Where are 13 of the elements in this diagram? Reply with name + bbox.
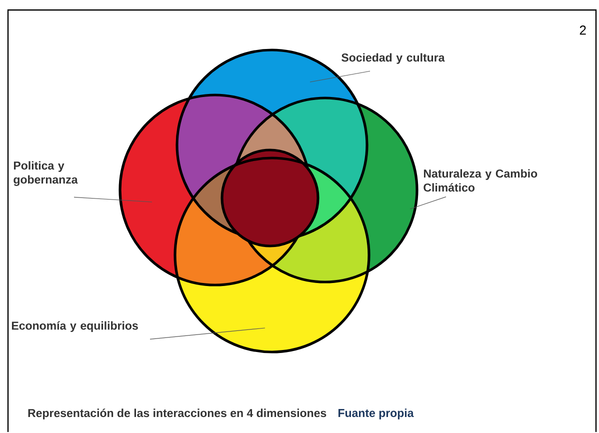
node-label: Politica y gobernanza [14, 161, 78, 186]
leader-line [74, 196, 152, 202]
source-note: Fuante propia [338, 408, 414, 420]
leader-line [410, 196, 446, 210]
leader-line [150, 328, 266, 340]
node-label: Naturaleza y Cambio Climático [424, 169, 538, 192]
node-label: Sociedad y cultura [342, 53, 445, 64]
node-label: Economía y equilibrios [12, 321, 138, 332]
venn-circle [220, 148, 320, 248]
caption: Representación de las interacciones en 4 dimensiones [28, 408, 326, 420]
venn-circle [174, 156, 370, 354]
page-number: 2 [580, 26, 586, 35]
leader-line [310, 70, 370, 82]
